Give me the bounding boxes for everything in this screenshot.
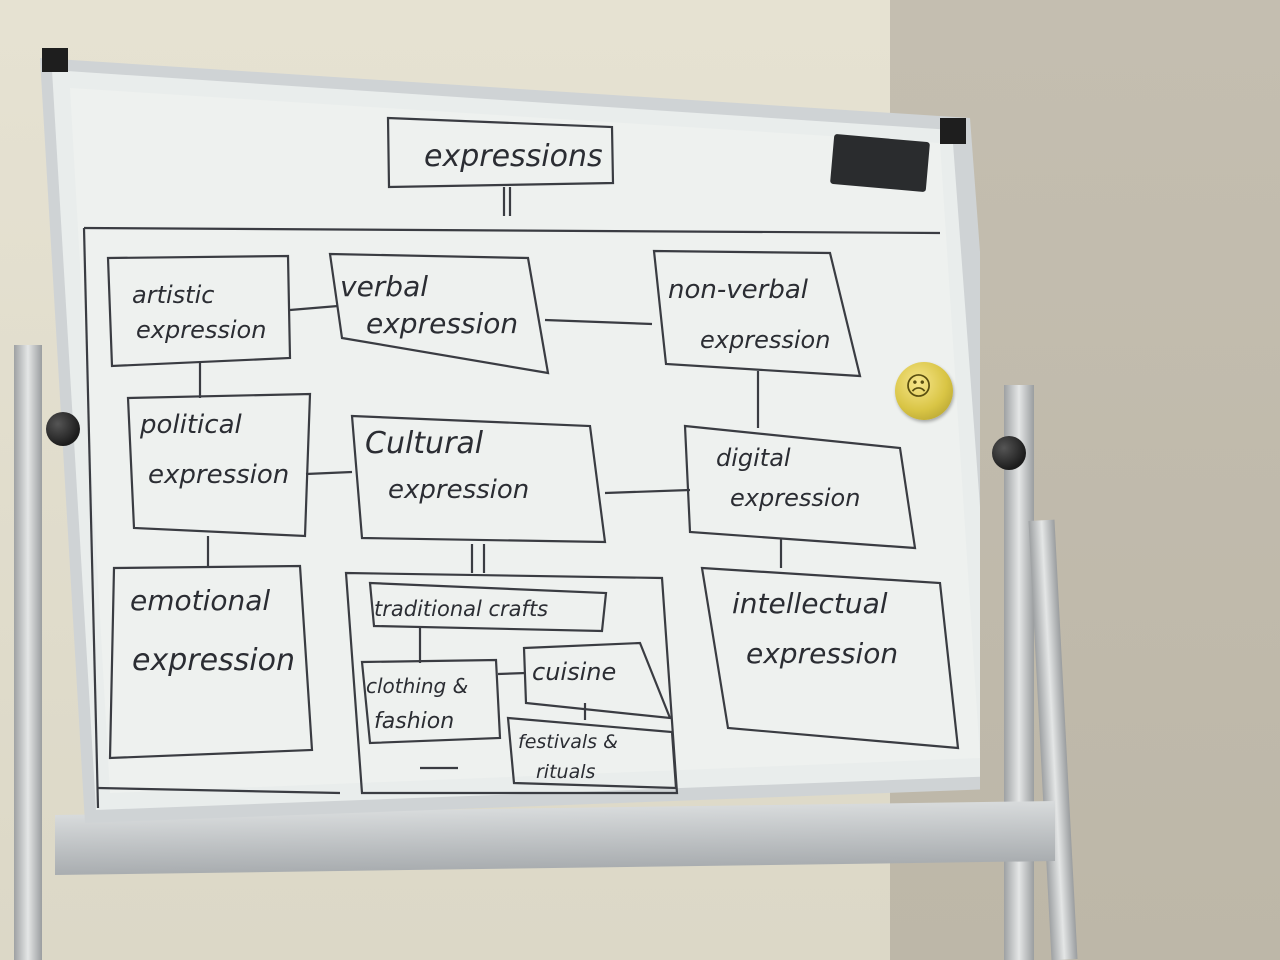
stand-leg-right xyxy=(1004,385,1034,960)
node-digital-line1: digital xyxy=(716,444,791,472)
node-intellectual-line1: intellectual xyxy=(732,587,888,620)
node-political-line1: political xyxy=(139,410,243,440)
node-clothing-line2: fashion xyxy=(374,709,454,734)
node-nonverbal-line1: non-verbal xyxy=(668,275,809,305)
node-expressions: expressions xyxy=(424,139,603,174)
node-digital-line2: expression xyxy=(730,484,860,512)
node-verbal-line2: expression xyxy=(366,307,518,340)
node-cultural-line2: expression xyxy=(388,475,529,505)
node-clothing-line1: clothing & xyxy=(366,674,468,698)
node-verbal-line1: verbal xyxy=(340,270,428,303)
whiteboard: expressions artistic expression verbal e… xyxy=(40,48,980,838)
node-artistic-line1: artistic xyxy=(132,281,214,309)
node-nonverbal-line2: expression xyxy=(700,326,830,354)
node-festivals-line2: rituals xyxy=(536,761,596,783)
stand-leg-left xyxy=(14,345,42,960)
board-eraser xyxy=(830,133,930,193)
node-artistic-line2: expression xyxy=(136,316,266,344)
node-traditional-crafts: traditional crafts xyxy=(374,597,548,621)
node-festivals-line1: festivals & xyxy=(518,731,618,753)
right-knob xyxy=(992,436,1026,470)
node-emotional-line1: emotional xyxy=(130,584,270,617)
node-emotional-line2: expression xyxy=(132,643,295,678)
node-intellectual-line2: expression xyxy=(746,637,898,670)
node-cultural-line1: Cultural xyxy=(365,426,484,461)
node-cuisine: cuisine xyxy=(532,658,616,686)
magnet-icon: ☹ xyxy=(895,362,953,420)
node-political-line2: expression xyxy=(148,460,289,490)
left-knob xyxy=(46,412,80,446)
whiteboard-diagram: expressions artistic expression verbal e… xyxy=(40,48,980,823)
